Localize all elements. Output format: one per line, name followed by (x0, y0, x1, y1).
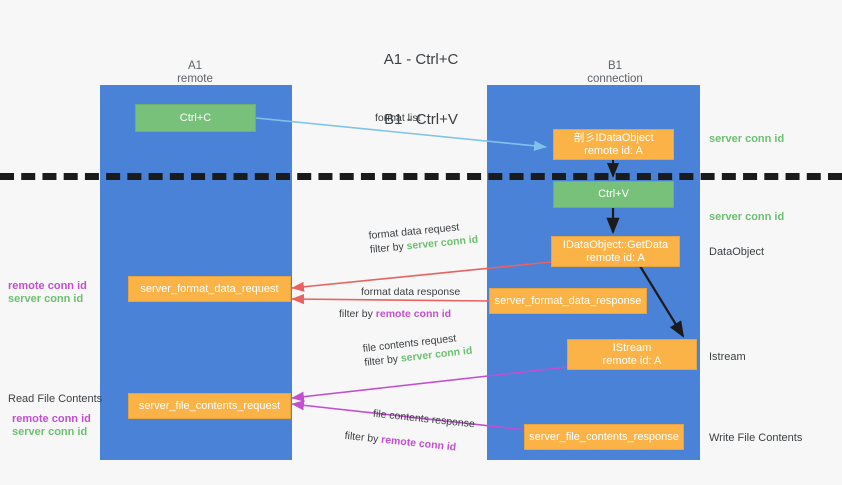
column-header-a1: A1 remote (130, 60, 260, 86)
column-header-b1-name: B1 (607, 60, 623, 72)
node-ctrl-c-line1: Ctrl+C (179, 111, 212, 124)
edge-label-format-list-text: format list (375, 112, 421, 124)
section-divider (0, 173, 842, 180)
label-server-conn-id-top: server conn id (709, 133, 785, 145)
label-server-conn-id-mid: server conn id (8, 293, 84, 305)
arrow-format-data-request (291, 261, 552, 292)
edge-label-format-data-response-text: format data response (361, 286, 461, 298)
node-server-file-contents-response[interactable]: server_file_contents_response (524, 424, 684, 450)
node-idataobject-create-line1: 剖彡IDataObject (573, 131, 654, 144)
node-istream-line1: IStream (612, 341, 652, 354)
node-idataobject-getdata-line1: IDataObject::GetData (562, 238, 669, 251)
title-line-2: B1 - Ctrl+V (384, 111, 458, 128)
label-server-conn-id-low: server conn id (12, 426, 88, 438)
arrow-file-contents-request (291, 366, 569, 402)
node-server-format-data-response[interactable]: server_format_data_response (489, 288, 647, 314)
node-idataobject-getdata-line2: remote id: A (586, 251, 645, 264)
arrow-getdata-to-istream (639, 265, 685, 338)
node-ctrl-v-line1: Ctrl+V (598, 188, 629, 200)
label-write-file-contents: Write File Contents (709, 432, 803, 444)
label-istream: Istream (709, 351, 746, 363)
edge-label-format-data-response-filter: filter by remote conn id (339, 307, 460, 321)
filter-prefix: filter by (339, 308, 376, 320)
arrow-format-data-response (291, 294, 493, 305)
edge-label-format-data-response: format data response filter by remote co… (339, 285, 461, 321)
node-idataobject-create[interactable]: 剖彡IDataObject remote id: A (553, 129, 674, 160)
node-server-format-data-response-line1: server_format_data_response (494, 294, 642, 307)
arrow-file-contents-response (291, 400, 528, 431)
filter-prefix: filter by (369, 240, 408, 256)
filter-key: remote conn id (375, 308, 452, 320)
label-remote-conn-id-mid: remote conn id (8, 280, 87, 292)
column-header-b1-sub: connection (587, 73, 643, 85)
node-idataobject-create-line2: remote id: A (584, 144, 643, 157)
column-header-b1: B1 connection (545, 60, 685, 86)
label-read-file-contents: Read File Contents (8, 393, 103, 405)
edge-label-format-list: format list (375, 111, 421, 125)
node-idataobject-getdata[interactable]: IDataObject::GetData remote id: A (551, 236, 680, 267)
node-server-format-data-request[interactable]: server_format_data_request (128, 276, 291, 302)
arrow-format-list (255, 117, 547, 151)
label-dataobject: DataObject (709, 246, 765, 258)
node-ctrl-v[interactable]: Ctrl+V (553, 181, 674, 208)
node-istream-line2: remote id: A (602, 354, 662, 367)
label-server-conn-id-second: server conn id (709, 211, 785, 223)
label-remote-conn-id-low: remote conn id (12, 413, 91, 425)
filter-prefix: filter by (344, 429, 382, 446)
node-server-file-contents-request[interactable]: server_file_contents_request (128, 393, 291, 419)
title-line-1: A1 - Ctrl+C (383, 51, 459, 68)
node-server-file-contents-response-line1: server_file_contents_response (529, 430, 679, 443)
node-server-file-contents-request-line1: server_file_contents_request (138, 399, 281, 412)
node-istream[interactable]: IStream remote id: A (567, 339, 697, 370)
column-header-a1-name: A1 (187, 60, 203, 72)
column-header-a1-sub: remote (177, 73, 213, 85)
node-server-format-data-request-line1: server_format_data_request (140, 282, 279, 295)
diagram-title: A1 - Ctrl+C B1 - Ctrl+V (0, 10, 842, 150)
node-ctrl-c[interactable]: Ctrl+C (135, 104, 256, 132)
